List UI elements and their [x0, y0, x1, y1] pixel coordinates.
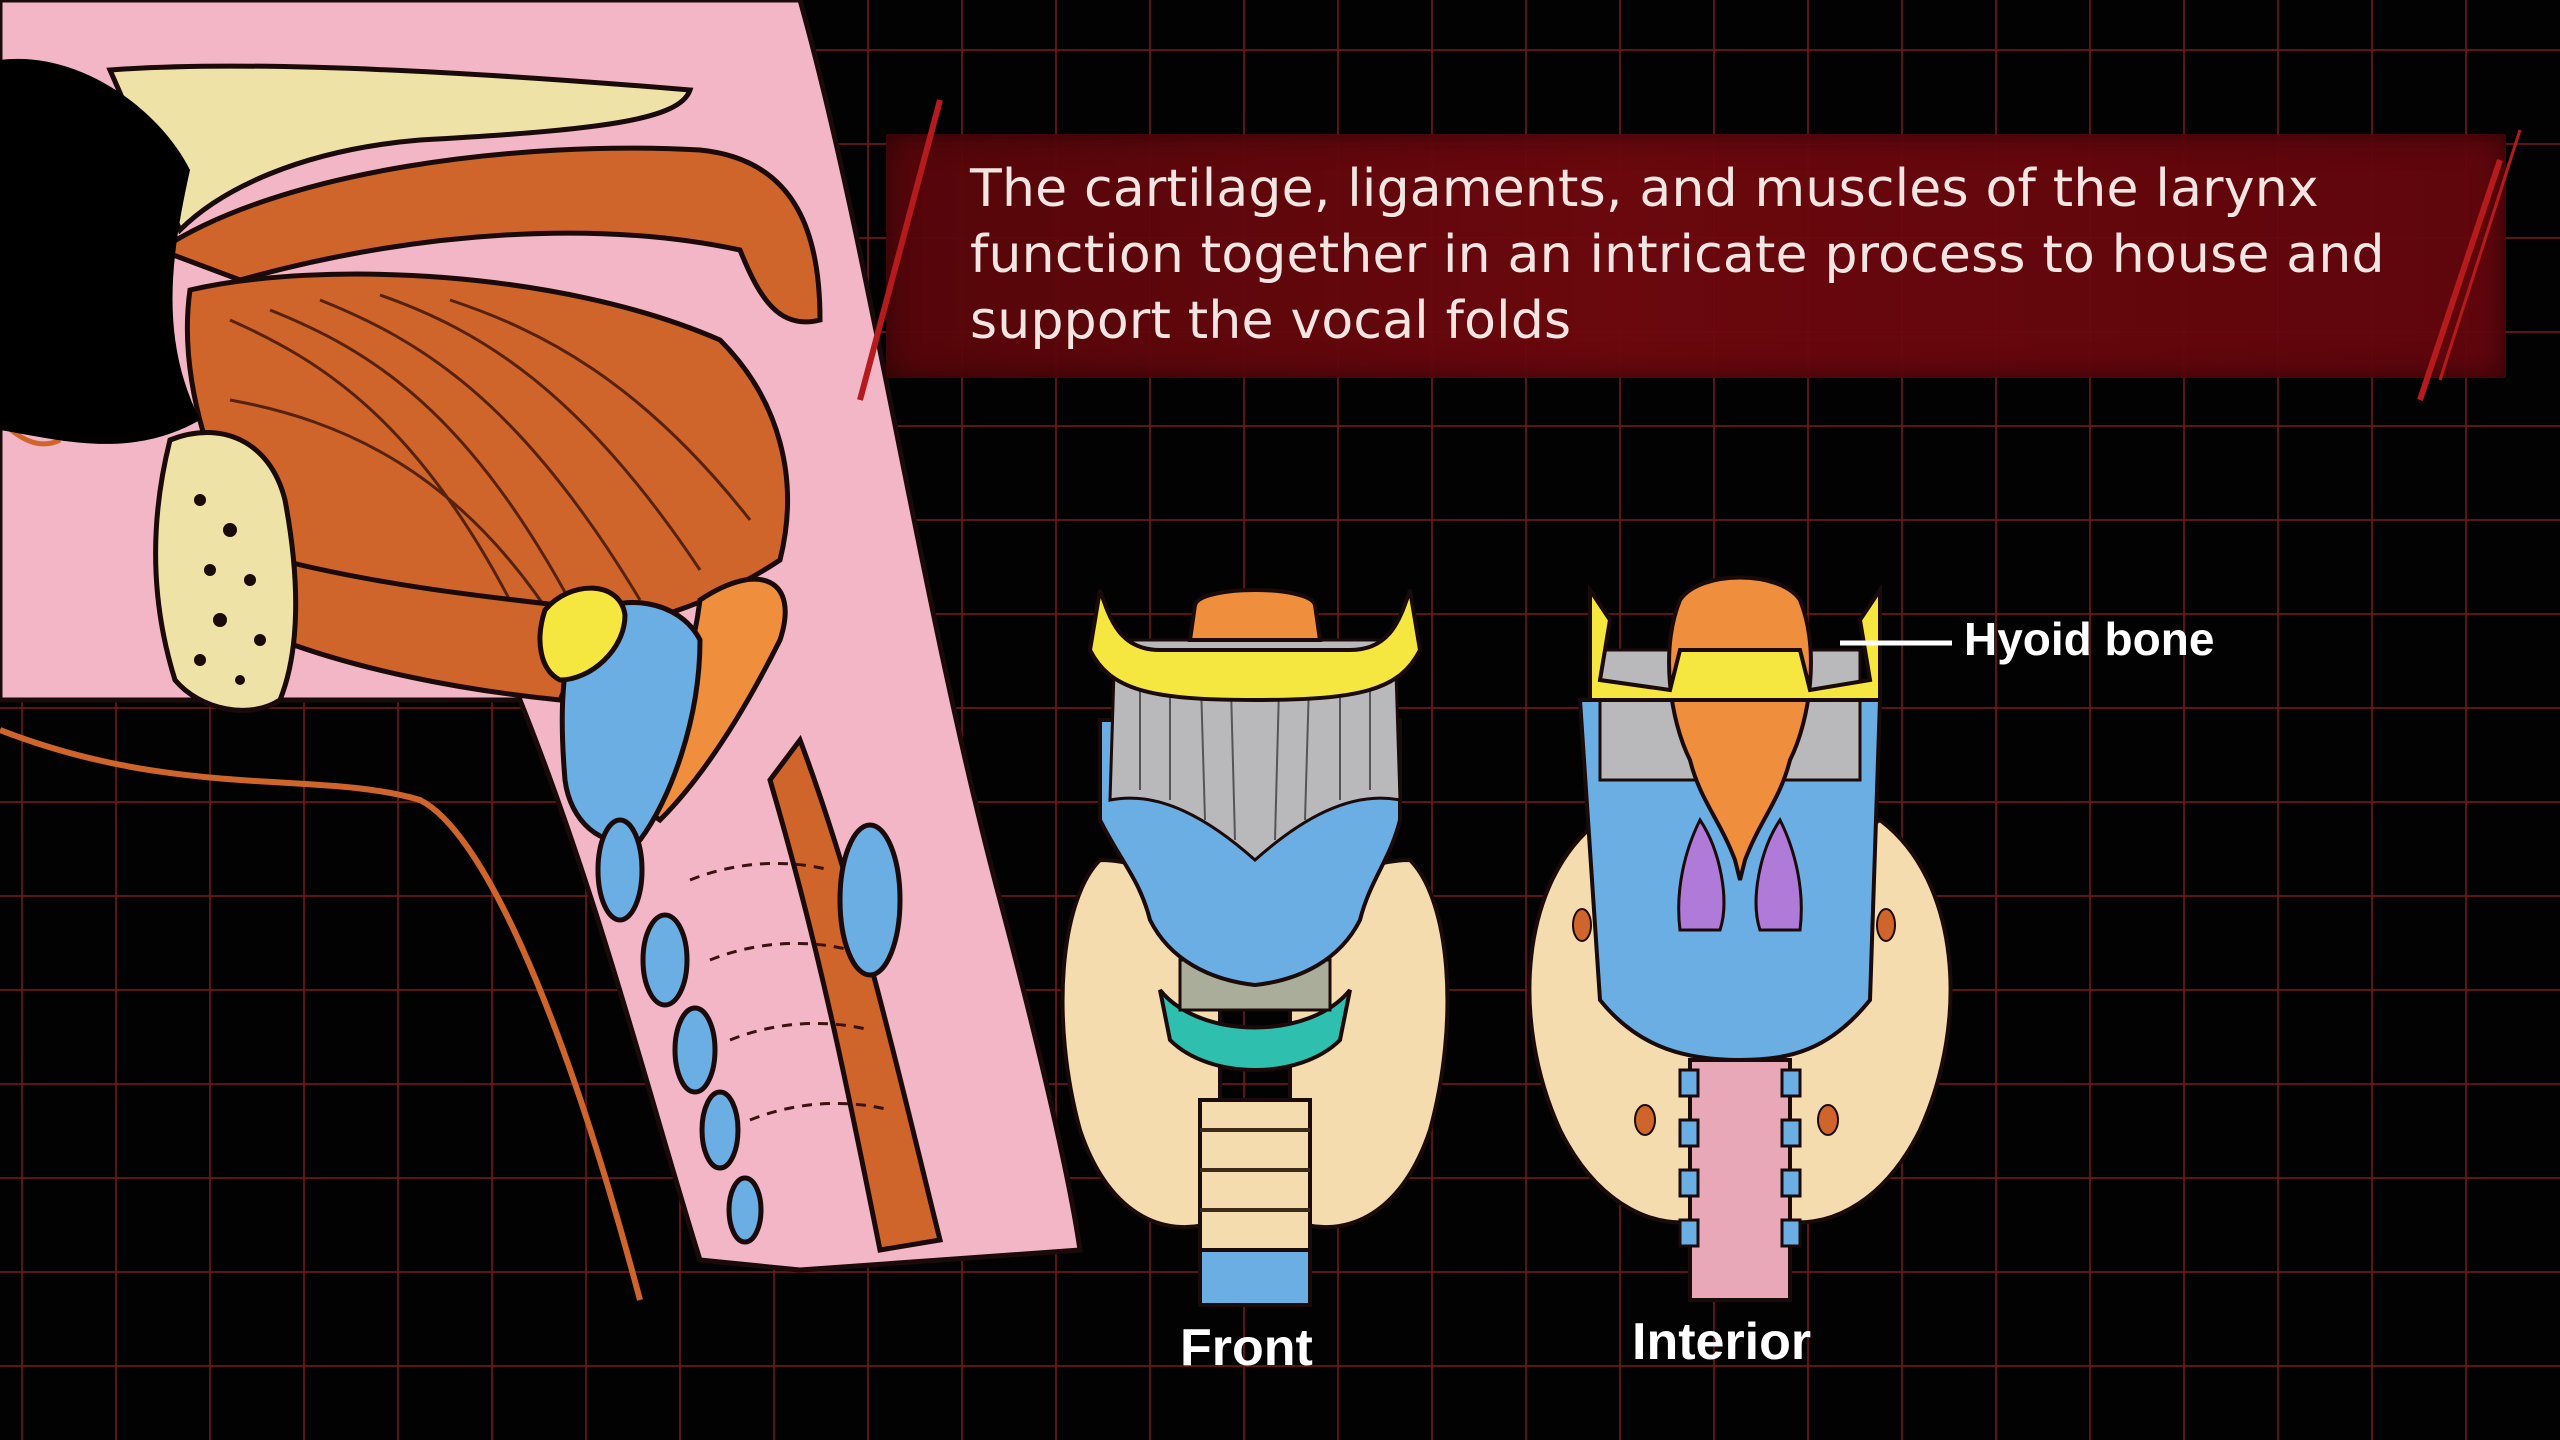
- label-hyoid-bone: Hyoid bone: [1964, 612, 2214, 666]
- label-front: Front: [1180, 1318, 1313, 1378]
- label-interior: Interior: [1632, 1312, 1811, 1372]
- interior-esophagus: [1690, 1060, 1790, 1300]
